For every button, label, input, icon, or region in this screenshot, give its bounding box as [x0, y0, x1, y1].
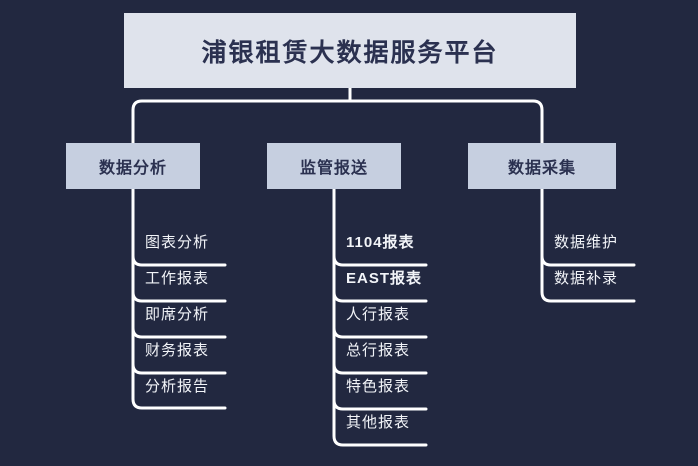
leaf-label: 财务报表: [145, 342, 210, 359]
branch-node-3[interactable]: 数据采集: [468, 143, 616, 189]
leaf-item[interactable]: 其他报表: [346, 411, 410, 432]
leaf-item[interactable]: 数据维护: [554, 231, 618, 252]
leaf-label: 1104报表: [346, 234, 415, 251]
level2-bracket: [131, 99, 544, 145]
leaf-label: 数据补录: [554, 270, 619, 287]
tick-2-2: [332, 290, 428, 303]
leaf-item[interactable]: 财务报表: [145, 339, 209, 360]
tick-2-3: [332, 326, 428, 339]
leaf-item[interactable]: 总行报表: [346, 339, 410, 360]
leaf-item[interactable]: 图表分析: [145, 231, 209, 252]
leaf-label: 人行报表: [346, 306, 411, 323]
branch-node-1[interactable]: 数据分析: [66, 143, 200, 189]
leaf-item[interactable]: 分析报告: [145, 375, 209, 396]
leaf-label: EAST报表: [346, 270, 423, 287]
root-node[interactable]: 浦银租赁大数据服务平台: [124, 13, 576, 88]
tick-2-5: [332, 398, 428, 411]
leaf-label: 数据维护: [554, 234, 619, 251]
root-node-label: 浦银租赁大数据服务平台: [201, 38, 499, 67]
leaf-label: 图表分析: [145, 234, 210, 251]
leaf-item[interactable]: 即席分析: [145, 303, 209, 324]
leaf-label: 工作报表: [145, 270, 210, 287]
leaf-label: 即席分析: [145, 306, 210, 323]
branch-node-1-label: 数据分析: [98, 160, 167, 177]
leaf-label: 其他报表: [346, 414, 411, 431]
tick-3-1: [540, 254, 636, 267]
leaf-item[interactable]: 1104报表: [346, 231, 415, 252]
leaf-item[interactable]: 特色报表: [346, 375, 410, 396]
leaf-item[interactable]: 数据补录: [554, 267, 618, 288]
branch-node-3-label: 数据采集: [507, 160, 576, 177]
leaf-item[interactable]: 人行报表: [346, 303, 410, 324]
leaf-label: 特色报表: [346, 378, 411, 395]
tick-2-1: [332, 254, 428, 267]
leaf-item[interactable]: 工作报表: [145, 267, 209, 288]
tick-2-4: [332, 362, 428, 375]
leaf-label: 分析报告: [145, 378, 210, 395]
leaf-item[interactable]: EAST报表: [346, 267, 422, 288]
tick-1-3: [131, 326, 227, 339]
branch-node-2-label: 监管报送: [299, 160, 368, 177]
branch-node-2[interactable]: 监管报送: [267, 143, 401, 189]
tick-1-1: [131, 254, 227, 267]
tick-1-2: [131, 290, 227, 303]
leaf-label: 总行报表: [346, 342, 411, 359]
tick-1-4: [131, 362, 227, 375]
